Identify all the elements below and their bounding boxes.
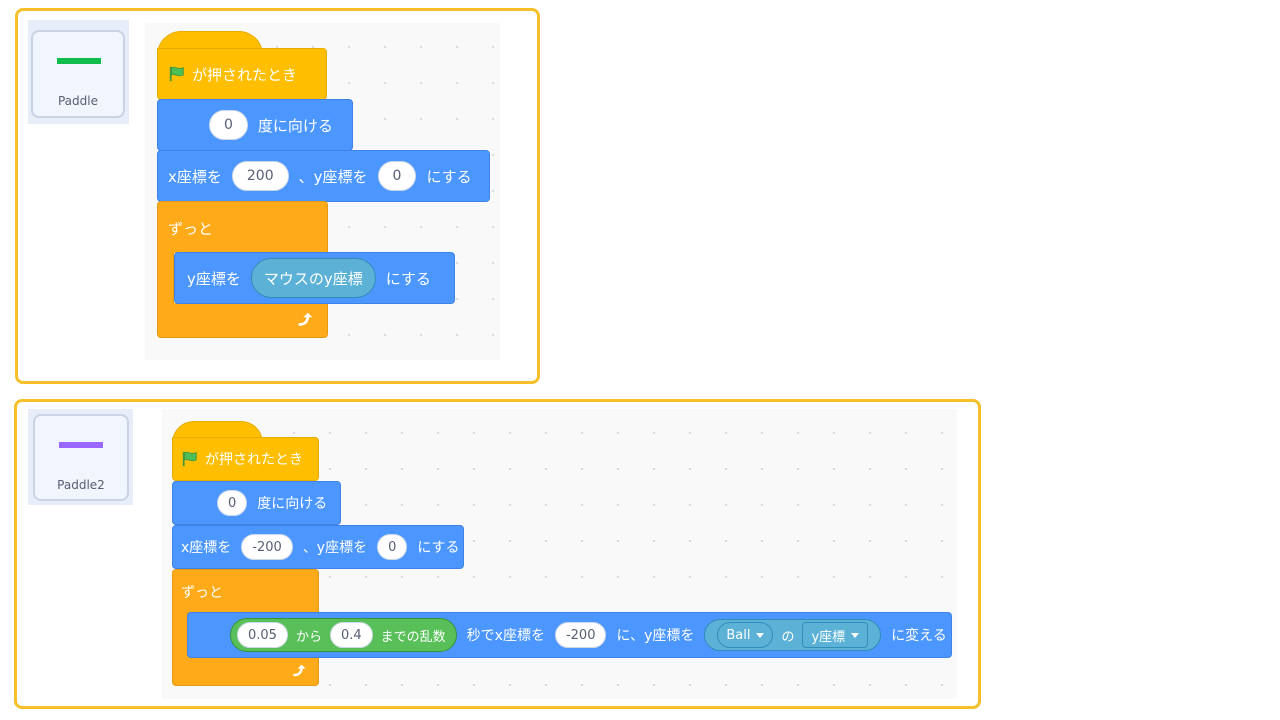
paddle-set-y-block[interactable]: y座標を マウスのy座標 にする [174,252,455,304]
paddle-forever-bottom [157,303,328,338]
goto-y-input[interactable]: 0 [377,534,408,560]
random-to-input[interactable]: 0.4 [329,622,373,648]
paddle2-forever-bottom [172,656,319,686]
glide-x-input[interactable]: -200 [554,622,607,648]
paddle2-point-direction-block[interactable]: 0 度に向ける [172,481,341,525]
goto-y-label: 、y座標を [302,540,368,556]
dropdown-caret-icon [851,632,860,638]
paddle-sprite-thumbnail[interactable]: Paddle [31,30,125,118]
sensing-of-reporter[interactable]: Ball の y座標 [704,619,882,651]
of-label: の [781,629,795,645]
property-dropdown[interactable]: y座標 [802,622,869,648]
goto-x-input[interactable]: -200 [241,534,293,560]
paddle-section-frame [15,8,540,384]
paddle-when-flag-block[interactable]: が押されたとき [157,48,327,100]
green-line-icon [57,58,101,64]
repeat-arrow-icon [298,312,313,326]
paddle2-forever-block[interactable]: ずっと [172,569,319,613]
point-direction-label: 度に向ける [257,496,328,512]
property-dropdown-value: y座標 [811,629,846,645]
glide-y-label: に、y座標を [616,628,695,644]
paddle-forever-block[interactable]: ずっと [157,201,328,253]
goto-end-label: にする [426,167,472,186]
paddle2-goto-xy-block[interactable]: x座標を -200 、y座標を 0 にする [172,525,464,569]
paddle2-glide-block[interactable]: 0.05 から 0.4 までの乱数 秒でx座標を -200 に、y座標を Bal… [187,612,952,658]
random-from-input[interactable]: 0.05 [237,622,288,648]
goto-y-input[interactable]: 0 [377,161,417,191]
goto-x-input[interactable]: 200 [231,161,289,191]
random-operator[interactable]: 0.05 から 0.4 までの乱数 [230,618,457,652]
set-y-end-label: にする [385,269,431,288]
when-flag-label: が押されたとき [192,65,298,84]
sprite-name-paddle2: Paddle2 [57,478,105,492]
paddle-forever-arm [157,252,174,304]
when-flag-label: が押されたとき [205,452,303,468]
paddle2-section-frame [14,399,981,709]
sprite-dropdown[interactable]: Ball [717,622,774,648]
paddle2-when-flag-block[interactable]: が押されたとき [172,437,319,481]
paddle-goto-xy-block[interactable]: x座標を 200 、y座標を 0 にする [157,150,490,202]
forever-label: ずっと [181,585,223,601]
goto-end-label: にする [417,540,460,556]
mouse-y-reporter[interactable]: マウスのy座標 [250,258,376,298]
sprite-dropdown-value: Ball [726,627,751,643]
forever-label: ずっと [168,220,214,238]
paddle2-sprite-thumbnail[interactable]: Paddle2 [33,414,129,501]
direction-input[interactable]: 0 [209,110,248,140]
direction-input[interactable]: 0 [217,490,248,516]
paddle2-forever-arm [172,612,188,658]
purple-line-icon [59,442,103,448]
goto-x-label: x座標を [168,167,222,186]
goto-y-label: 、y座標を [298,167,368,186]
paddle-point-direction-block[interactable]: 0 度に向ける [157,99,353,151]
random-from-label: から [295,629,322,645]
repeat-arrow-icon [293,664,306,676]
glide-secs-label: 秒でx座標を [466,628,545,644]
goto-x-label: x座標を [181,540,232,556]
set-y-label: y座標を [187,269,241,288]
sprite-name-paddle: Paddle [57,94,98,108]
green-flag-icon [182,451,197,467]
dropdown-caret-icon [756,632,765,638]
random-end-label: までの乱数 [380,629,446,645]
green-flag-icon [169,66,184,82]
point-direction-label: 度に向ける [257,116,333,135]
glide-end-label: に変える [891,628,947,644]
